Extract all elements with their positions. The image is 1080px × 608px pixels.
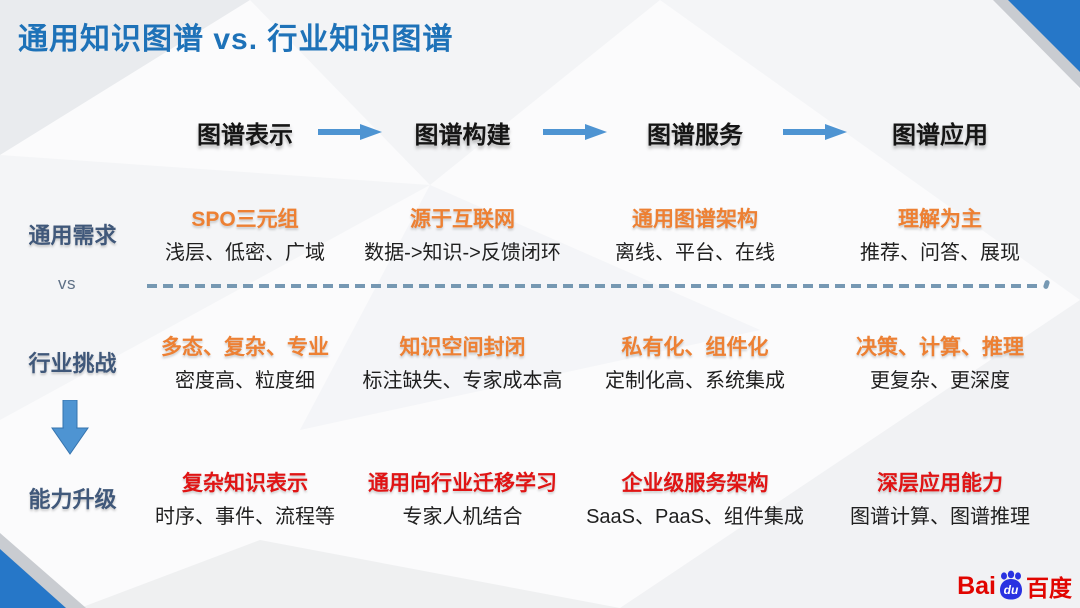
cell-heading: 知识空间封闭 [399,336,526,359]
arrow-right-icon [318,124,382,140]
stage-graph-representation: 图谱表示 [197,121,293,149]
content-cell: 深层应用能力 图谱计算、图谱推理 [815,467,1065,529]
pipeline-header: 图谱表示 图谱构建 图谱服务 图谱应用 [5,110,1065,154]
cell-detail: 推荐、问答、展现 [860,242,1020,264]
cell-detail: 时序、事件、流程等 [155,506,335,528]
arrow-down-icon [51,400,89,455]
bg-triangle [300,185,760,430]
bottom-left-blue-wedge [0,549,66,608]
cell-heading: SPO三元组 [191,208,299,231]
baidu-logo-text-du-glyph: du [1004,583,1019,597]
stage-graph-application: 图谱应用 [892,121,988,149]
cell-detail: SaaS、PaaS、组件集成 [586,506,804,528]
row-label-general-needs: 通用需求 [28,223,117,248]
cell-detail: 离线、平台、在线 [615,242,775,264]
content-cell: 复杂知识表示 时序、事件、流程等 [140,467,350,529]
row-industry-challenges: 行业挑战 多态、复杂、专业 密度高、粒度细 知识空间封闭 标注缺失、专家成本高 … [5,331,1065,393]
page-title: 通用知识图谱 vs. 行业知识图谱 [18,23,454,56]
bg-triangle [80,540,620,608]
row-label-industry-challenges: 行业挑战 [28,351,117,376]
cell-detail: 数据->知识->反馈闭环 [364,242,561,264]
content-cell: SPO三元组 浅层、低密、广域 [140,203,350,265]
content-cell: 理解为主 推荐、问答、展现 [815,203,1065,265]
cell-detail: 标注缺失、专家成本高 [362,370,563,392]
cell-detail: 浅层、低密、广域 [165,242,325,264]
row-general-needs: 通用需求 SPO三元组 浅层、低密、广域 源于互联网 数据->知识->反馈闭环 … [5,203,1065,265]
cell-heading: 复杂知识表示 [182,472,308,495]
bg-triangle [0,0,250,155]
content-cell: 知识空间封闭 标注缺失、专家成本高 [350,331,575,393]
cell-heading: 多态、复杂、专业 [161,336,329,359]
arrow-right-icon [783,124,847,140]
cell-heading: 通用向行业迁移学习 [368,472,557,495]
cell-heading: 理解为主 [898,208,982,231]
cell-heading: 通用图谱架构 [632,208,758,231]
cell-detail: 密度高、粒度细 [175,370,315,392]
cell-detail: 更复杂、更深度 [870,370,1010,392]
bg-triangle [250,0,660,185]
cell-heading: 深层应用能力 [877,472,1003,495]
content-cell: 多态、复杂、专业 密度高、粒度细 [140,331,350,393]
row-label-capability-upgrade: 能力升级 [28,487,117,512]
bg-triangle [660,0,1080,300]
stage-graph-service: 图谱服务 [647,121,743,149]
divider-dashed-line [147,284,1040,288]
baidu-logo-text-bai: Bai [957,571,996,600]
baidu-logo: Bai du 百度 [957,569,1072,603]
cell-detail: 图谱计算、图谱推理 [850,506,1030,528]
cell-heading: 决策、计算、推理 [856,336,1024,359]
baidu-paw-icon: du [1000,570,1022,600]
row-capability-upgrade: 能力升级 复杂知识表示 时序、事件、流程等 通用向行业迁移学习 专家人机结合 企… [5,467,1065,529]
cell-heading: 企业级服务架构 [621,472,769,495]
cell-detail: 专家人机结合 [402,506,523,528]
baidu-logo-text-chinese: 百度 [1026,575,1072,601]
cell-heading: 源于互联网 [410,208,515,231]
cell-detail: 定制化高、系统集成 [605,370,785,392]
stage-graph-construction: 图谱构建 [414,121,511,149]
top-right-blue-wedge [1008,0,1080,72]
cell-heading: 私有化、组件化 [621,336,769,359]
content-cell: 通用图谱架构 离线、平台、在线 [575,203,815,265]
bg-triangle [620,300,1080,608]
content-cell: 企业级服务架构 SaaS、PaaS、组件集成 [575,467,815,529]
vs-label: vs [58,274,76,293]
content-cell: 源于互联网 数据->知识->反馈闭环 [350,203,575,265]
content-cell: 决策、计算、推理 更复杂、更深度 [815,331,1065,393]
content-cell: 通用向行业迁移学习 专家人机结合 [350,467,575,529]
content-cell: 私有化、组件化 定制化高、系统集成 [575,331,815,393]
arrow-right-icon [543,124,607,140]
